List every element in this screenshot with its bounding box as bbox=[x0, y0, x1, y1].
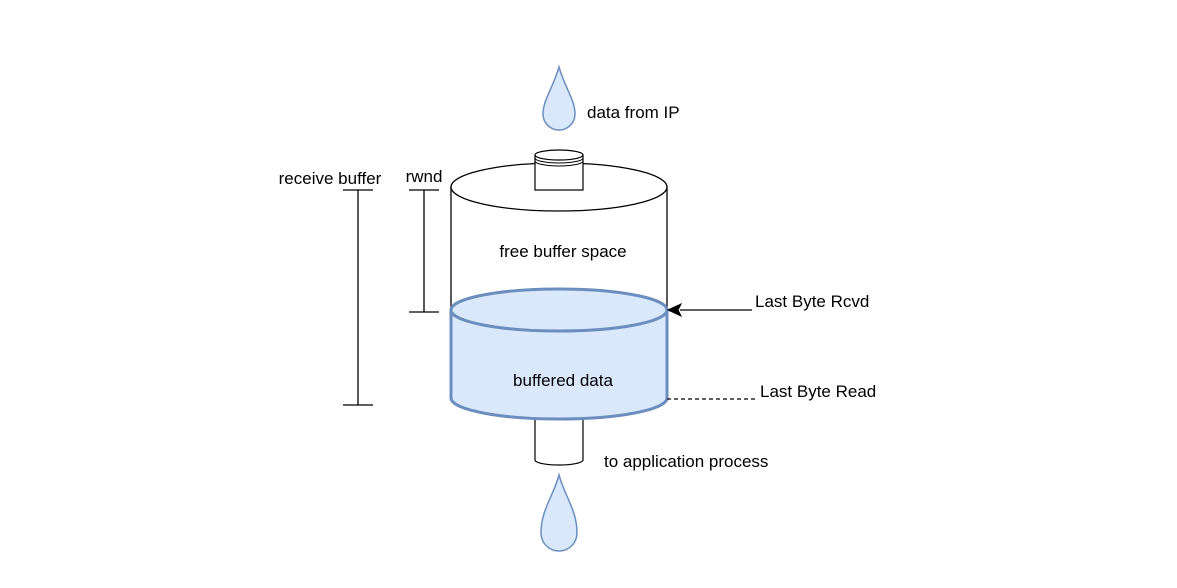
data-from-ip-label: data from IP bbox=[587, 103, 680, 122]
buffered-data-cylinder bbox=[449, 287, 669, 421]
to-application-process-label: to application process bbox=[604, 452, 768, 471]
incoming-drop-icon bbox=[542, 64, 576, 131]
outgoing-drop-icon bbox=[540, 472, 578, 552]
last-byte-rcvd-label: Last Byte Rcvd bbox=[755, 292, 869, 311]
receive-buffer-bracket bbox=[343, 189, 373, 406]
rwnd-label: rwnd bbox=[406, 167, 443, 186]
receive-buffer-label: receive buffer bbox=[279, 169, 382, 188]
last-byte-rcvd-arrow bbox=[666, 302, 752, 318]
buffered-data-label: buffered data bbox=[513, 371, 613, 390]
last-byte-read-label: Last Byte Read bbox=[760, 382, 876, 401]
inlet-pipe bbox=[534, 149, 584, 191]
rwnd-bracket bbox=[409, 189, 439, 313]
free-buffer-space-label: free buffer space bbox=[499, 242, 626, 261]
